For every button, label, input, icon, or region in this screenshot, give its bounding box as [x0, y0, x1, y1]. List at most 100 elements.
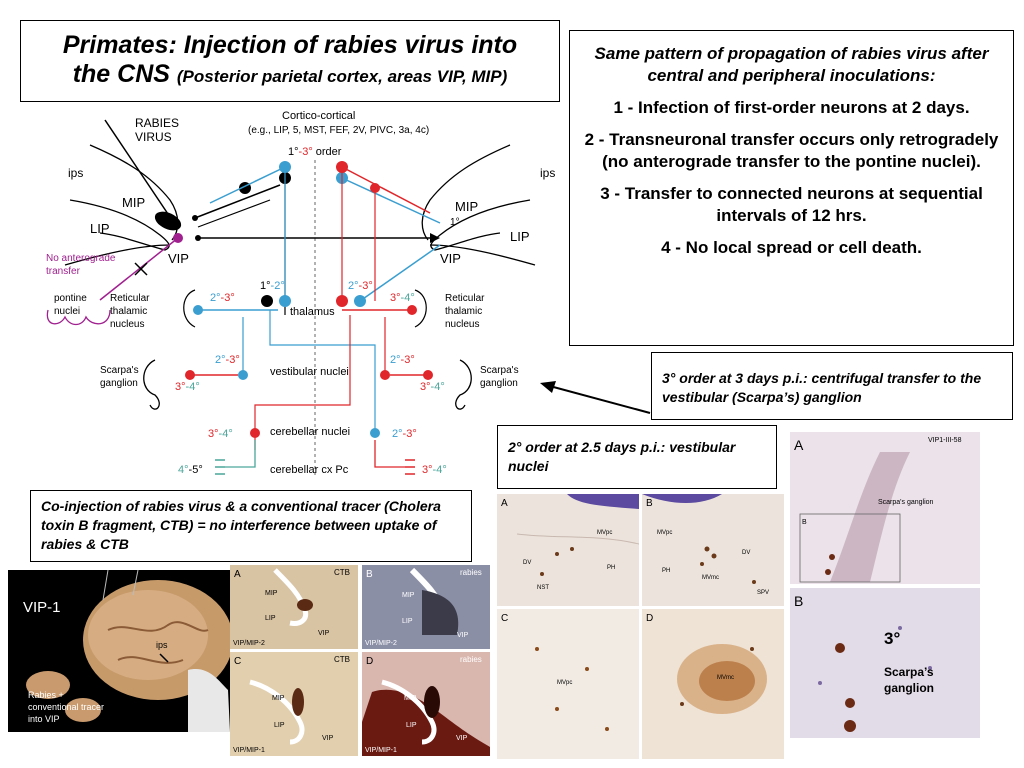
cell-d1	[680, 702, 684, 706]
sulcus-c	[249, 679, 305, 745]
ganglion-right-label: ganglion	[480, 378, 518, 389]
order-4-5-cbcx: 4°-5°	[178, 464, 203, 476]
cortico-cortical-label: Cortico-cortical	[282, 110, 355, 122]
inset-b-label: B	[802, 519, 807, 526]
ctb-label-a: CTB	[334, 568, 350, 577]
lip-label-b: LIP	[402, 618, 413, 625]
ips-left-label: ips	[68, 166, 83, 180]
scarpa-left-shape	[143, 359, 160, 410]
scarpa-right-label: Scarpa's	[480, 365, 519, 376]
thalamo-cerebellar-blue	[269, 310, 376, 435]
vestibular-panel-d-graphic: D MVmc	[646, 613, 767, 714]
ventricle-b	[642, 494, 722, 503]
cb-cx-teal-line	[225, 440, 256, 468]
cell-a1	[555, 552, 559, 556]
rabies-label-d: rabies	[460, 655, 482, 664]
vest-panel-b-label: B	[646, 498, 653, 509]
right-cortex-contour-2	[430, 199, 531, 251]
thalamus-neuron-blue	[279, 295, 291, 307]
scarpa-cell-a1	[829, 554, 835, 560]
injection-site	[154, 211, 182, 231]
page-title: Primates: Injection of rabies virus into…	[62, 31, 518, 88]
cerebellar-cx-label: cerebellar cx Pc	[270, 464, 349, 476]
glove	[188, 669, 230, 732]
scarpa-section-id: VIP1-III-58	[928, 437, 962, 444]
cc-terminal-left	[192, 215, 198, 221]
summary-point-2: 2 - Transneuronal transfer occurs only r…	[584, 130, 999, 171]
vestibular-neuron-right	[380, 370, 390, 380]
callosal-arrowhead	[430, 233, 440, 243]
cell-a3	[540, 572, 544, 576]
mvmc-label-d: MVmc	[717, 675, 734, 681]
ganglion-band	[830, 452, 910, 582]
sulcus	[273, 568, 309, 626]
reticular-right-label: Reticular	[445, 293, 485, 304]
brain-ips-label: ips	[156, 640, 168, 650]
vip-label-c: VIP	[322, 735, 334, 742]
tissue-line-a	[516, 533, 639, 545]
vestibular-panel-b: B MVpc PH MVmc DV SPV	[642, 494, 784, 606]
nucleus-left-label: nucleus	[110, 319, 144, 330]
dv-label-a: DV	[523, 560, 531, 566]
summary-box: Same pattern of propagation of rabies vi…	[569, 30, 1014, 346]
lip-right-label: LIP	[510, 229, 530, 244]
scarpa-panel-b-label: B	[794, 593, 803, 609]
lip-label-d: LIP	[406, 722, 417, 729]
scarpa-label-b1: Scarpa’s	[884, 665, 934, 679]
order-3-4-cbcx: 3°-4°	[422, 464, 447, 476]
right-cortex-contour-1	[421, 144, 511, 241]
vip-right-label: VIP	[440, 251, 461, 266]
pin-1	[102, 570, 109, 601]
thalamus-neuron-black	[261, 295, 273, 307]
dv-label-b: DV	[742, 550, 750, 556]
mip-right-label: MIP	[455, 199, 478, 214]
scarpa-right-shape	[455, 359, 472, 410]
brain-sulcus-2	[117, 656, 184, 664]
scarpa-panel-a-label: A	[794, 437, 804, 453]
vestibular-panel-a: A DV MVpc NST PH	[497, 494, 639, 606]
cell-b3	[700, 562, 704, 566]
brain-photo-graphic: VIP-1 ips Rabies + conventional tracer i…	[23, 570, 230, 732]
scarpa-cell-a2	[825, 569, 831, 575]
mvpc-label-b: MVpc	[657, 530, 672, 536]
third-degree-label: 3°	[884, 629, 900, 648]
dark-band-d	[362, 689, 490, 756]
order-2-3-cb-right: 2°-3°	[392, 428, 417, 440]
injection-spot	[297, 599, 313, 611]
vestibular-panel-a-graphic: A DV MVpc NST PH	[501, 494, 639, 591]
title-box: Primates: Injection of rabies virus into…	[20, 20, 560, 102]
vestibular-panel-c-graphic: C MVpc	[501, 613, 609, 731]
first-order-right-label: 1°	[450, 217, 460, 228]
scarpa-left-label: Scarpa's	[100, 365, 139, 376]
purkinje-right	[405, 459, 415, 475]
vestibular-nuclei-label: vestibular nuclei	[270, 366, 349, 378]
cc-line-blue-left	[209, 166, 286, 204]
order-2-3-left: 2°-3°	[210, 292, 235, 304]
pontine-label: pontine	[54, 293, 87, 304]
third-order-note: 3° order at 3 days p.i.: centrifugal tra…	[651, 352, 1013, 420]
rabies-panel-d: D rabies MIP LIP VIP VIP/MIP-1	[362, 652, 490, 756]
block-cross-2	[134, 262, 148, 276]
cb-cx-red-line	[374, 440, 405, 468]
nucleus-dot-1	[898, 626, 902, 630]
vestibular-panel-c: C MVpc	[497, 609, 639, 759]
scarpa-cell-b1	[835, 643, 845, 653]
purkinje-left	[215, 459, 225, 475]
cc-line-black-left	[194, 184, 281, 219]
cerebellar-neuron-right	[370, 428, 380, 438]
mip-label-a: MIP	[265, 590, 278, 597]
thalamic-left-label: thalamic	[110, 306, 147, 317]
order-1-2-thalamus: 1°-2°	[260, 280, 285, 292]
vipmip1-label-d: VIP/MIP-1	[365, 747, 397, 754]
rabies-panel-b-graphic: B rabies MIP LIP VIP VIP/MIP-2	[365, 567, 482, 647]
summary-point-3: 3 - Transfer to connected neurons at seq…	[600, 184, 983, 225]
nucleus-dot-3	[818, 681, 822, 685]
ctb-panel-c: C CTB MIP LIP VIP VIP/MIP-1	[230, 652, 358, 756]
brain-sulcus-1	[107, 621, 209, 632]
specimen-2	[65, 698, 101, 722]
cell-b2	[711, 553, 717, 559]
vestibular-neuron-left	[238, 370, 248, 380]
mvpc-label-c: MVpc	[557, 680, 572, 686]
pointer-arrow-line	[545, 384, 651, 414]
